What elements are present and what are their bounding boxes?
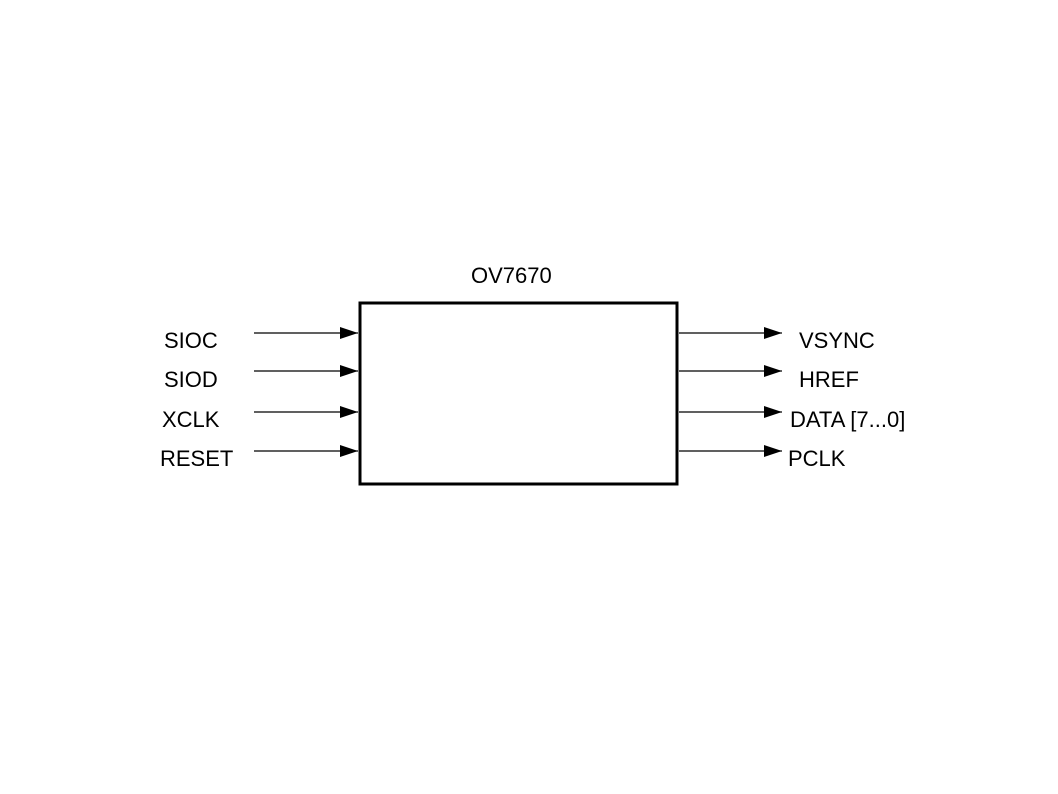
input-label-reset: RESET <box>160 446 234 471</box>
input-label-xclk: XCLK <box>162 407 220 432</box>
chip-title: OV7670 <box>471 263 552 288</box>
output-label-href: HREF <box>799 367 859 392</box>
input-label-sioc: SIOC <box>164 328 218 353</box>
output-label-data: DATA [7...0] <box>790 407 906 432</box>
input-label-siod: SIOD <box>164 367 218 392</box>
chip-block <box>358 301 679 486</box>
output-label-vsync: VSYNC <box>799 328 875 353</box>
output-label-pclk: PCLK <box>788 446 846 471</box>
